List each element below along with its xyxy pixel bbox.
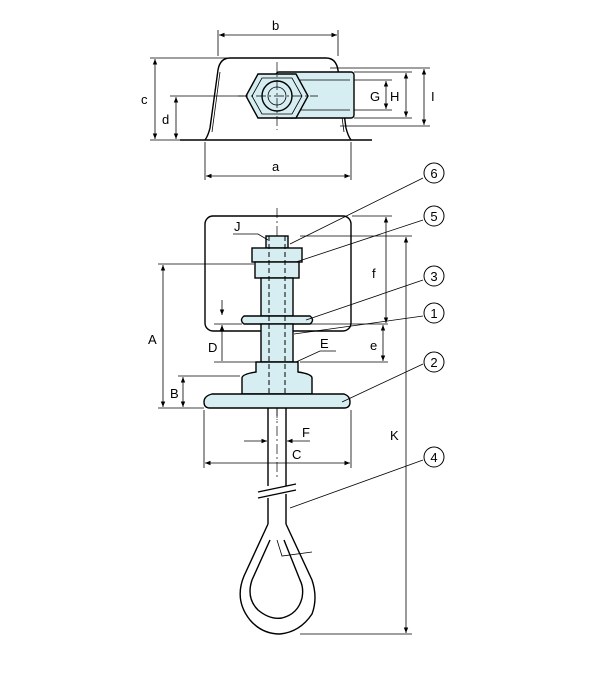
eye-loop-inner [249, 539, 304, 620]
washer [240, 315, 314, 325]
label-f: f [372, 266, 376, 281]
lock-nut [251, 247, 303, 263]
label-G: G [370, 89, 380, 104]
threaded-stud-upper [260, 277, 294, 317]
callout-1: 1 [423, 302, 445, 324]
callout-5: 5 [423, 205, 445, 227]
label-K: K [390, 428, 399, 443]
label-c: c [141, 92, 148, 107]
callout-6: 6 [423, 162, 445, 184]
callout-2-text: 2 [430, 355, 437, 370]
label-I: I [431, 89, 435, 104]
leader-2 [341, 363, 424, 403]
callout-4: 4 [423, 446, 445, 468]
callout-5-text: 5 [430, 209, 437, 224]
label-D: D [208, 340, 217, 355]
callout-1-text: 1 [430, 306, 437, 321]
leader-5 [295, 219, 424, 263]
label-e: e [370, 338, 377, 353]
leader-3 [305, 279, 424, 321]
leader-J [233, 233, 269, 241]
label-J: J [234, 219, 241, 234]
leader-E [295, 350, 336, 363]
label-a: a [272, 159, 280, 174]
leader-4 [289, 459, 424, 509]
eye-loop-outer [239, 523, 316, 635]
label-B: B [170, 386, 179, 401]
break-marks [257, 483, 297, 499]
top-housing-outline [204, 57, 352, 141]
leader-6 [289, 177, 424, 245]
hex-nut-upper [254, 261, 300, 279]
label-E: E [320, 336, 329, 351]
base-pad [203, 393, 351, 409]
callout-3: 3 [423, 265, 445, 287]
side-view: J A B D E C F e [148, 162, 445, 635]
callout-3-text: 3 [430, 269, 437, 284]
callout-6-text: 6 [430, 166, 437, 181]
base-hub [241, 361, 313, 395]
label-H: H [390, 89, 399, 104]
threaded-stud-lower [260, 323, 294, 363]
label-F: F [302, 425, 310, 440]
callout-4-text: 4 [430, 450, 437, 465]
label-b: b [272, 18, 279, 33]
top-view: b a c d G H I [141, 18, 435, 180]
eye-loop-tip [276, 539, 313, 557]
label-A: A [148, 332, 157, 347]
label-C: C [292, 447, 301, 462]
label-d: d [162, 112, 169, 127]
callout-2: 2 [423, 351, 445, 373]
leader-1 [293, 315, 424, 335]
